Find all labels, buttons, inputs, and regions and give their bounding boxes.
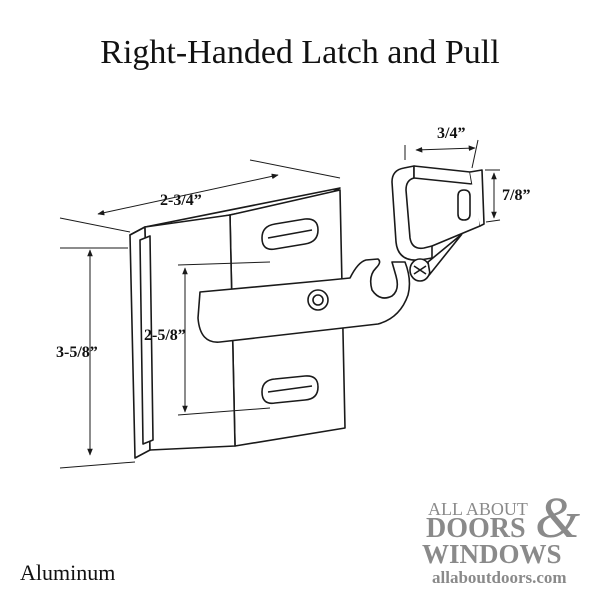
mounting-slot-bottom — [261, 375, 319, 405]
logo-ampersand: & — [535, 495, 580, 550]
page-title: Right-Handed Latch and Pull — [100, 34, 500, 71]
dim-pull-width: 3/4” — [437, 125, 465, 142]
pull-clip — [391, 165, 485, 261]
latch-plate — [129, 187, 346, 459]
logo-line1: ALL ABOUT — [428, 499, 528, 519]
screw — [409, 233, 463, 282]
latch-arm — [197, 258, 411, 343]
logo-line2: DOORS — [426, 513, 526, 544]
dim-latch-width: 2-3/4” — [160, 192, 202, 209]
dim-latch-height: 3-5/8” — [56, 344, 98, 361]
material-label: Aluminum — [20, 560, 116, 585]
mounting-slot-top — [261, 218, 319, 251]
dim-pull-height: 7/8” — [502, 187, 530, 204]
logo-url: allaboutdoors.com — [432, 568, 567, 587]
logo-line3: WINDOWS — [422, 539, 562, 569]
brand-logo: ALL ABOUT & DOORS WINDOWS allaboutdoors.… — [422, 495, 580, 587]
dimension-lines — [59, 139, 501, 469]
dim-slot-spacing: 2-5/8” — [144, 327, 186, 344]
